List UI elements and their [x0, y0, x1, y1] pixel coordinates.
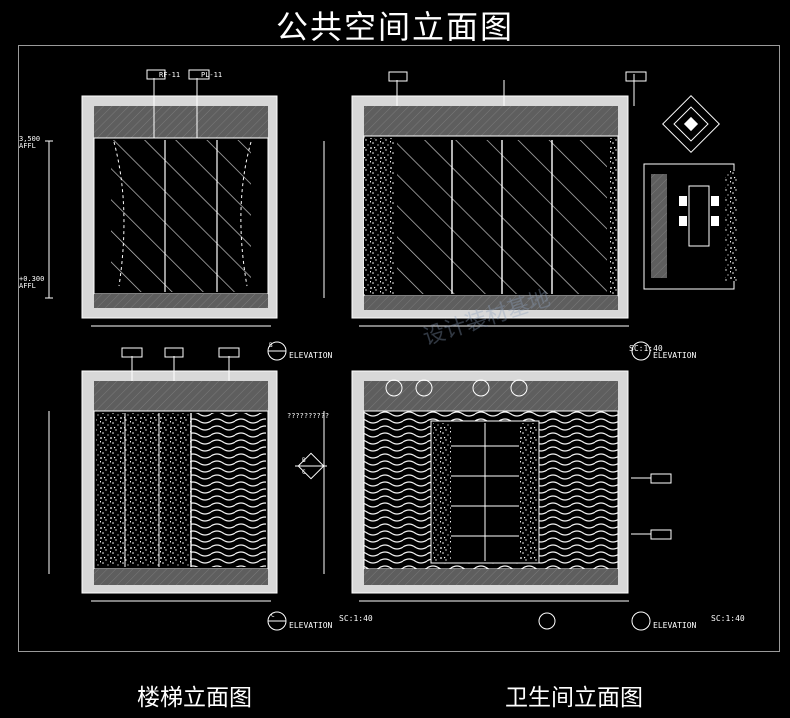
- drawing-canvas: B C RF-11 PL-11 3,500 AFFL +0.300 AFFL ?…: [18, 45, 780, 652]
- section-marker-icon: B C: [295, 452, 327, 480]
- svg-text:B: B: [302, 457, 306, 464]
- svg-text:ELEVATION: ELEVATION: [653, 621, 697, 630]
- svg-text:C: C: [271, 612, 275, 619]
- svg-text:PL-11: PL-11: [201, 71, 222, 79]
- elevation-panel-1: [45, 69, 278, 327]
- elevation-sheet: B C RF-11 PL-11 3,500 AFFL +0.300 AFFL ?…: [19, 69, 745, 631]
- svg-text:ELEVATION: ELEVATION: [653, 351, 697, 360]
- page-title: 公共空间立面图: [275, 8, 514, 46]
- svg-text:??????????: ??????????: [287, 412, 329, 420]
- elevation-title-bottom: C ELEVATION SC:1:40 ELEVATION SC:1:40: [267, 611, 745, 631]
- elevation-panel-3: [48, 347, 278, 602]
- caption-stair-elevation: 楼梯立面图: [137, 685, 252, 711]
- svg-text:SC:1:40: SC:1:40: [339, 614, 373, 623]
- svg-text:ELEVATION: ELEVATION: [289, 351, 333, 360]
- svg-text:AFFL: AFFL: [19, 282, 36, 290]
- svg-text:SC:1:40: SC:1:40: [629, 344, 663, 353]
- svg-text:B: B: [269, 342, 273, 349]
- svg-text:AFFL: AFFL: [19, 142, 36, 150]
- caption-restroom-elevation: 卫生间立面图: [505, 685, 643, 711]
- svg-text:C: C: [302, 469, 306, 476]
- elevation-panel-2: [323, 71, 647, 327]
- svg-text:3,500: 3,500: [19, 135, 40, 143]
- key-floor-plan: [643, 95, 737, 290]
- elevation-panel-4: [323, 370, 672, 630]
- svg-text:+0.300: +0.300: [19, 275, 44, 283]
- elevation-title-top: B ELEVATION SC:1:40 ELEVATION: [267, 341, 697, 361]
- svg-text:ELEVATION: ELEVATION: [289, 621, 333, 630]
- svg-text:RF-11: RF-11: [159, 71, 180, 79]
- svg-text:SC:1:40: SC:1:40: [711, 614, 745, 623]
